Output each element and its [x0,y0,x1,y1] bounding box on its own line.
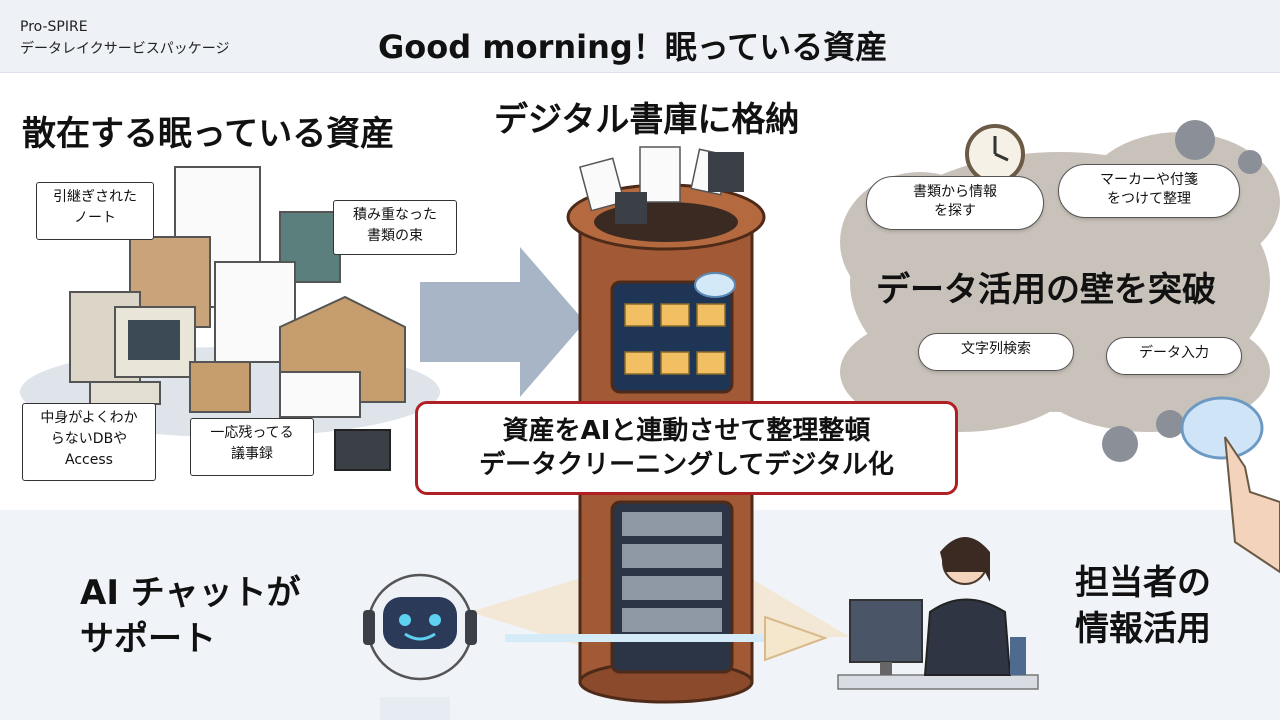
brand-subtitle: データレイクサービスパッケージ [20,41,230,57]
hand-icon [1224,436,1280,574]
bubble-string-search: 文字列検索 [918,333,1074,371]
ai-chat-line2: サポート [80,619,216,659]
robot-icon [363,573,477,720]
callout-text: 一応残ってる [210,425,294,441]
banner-line2: データクリーニングしてデジタル化 [479,450,894,480]
callout-text: らないDBや [50,431,128,447]
digital-cloud-icon [1180,396,1264,460]
callout-text: 議事録 [231,446,273,462]
bubble-text: をつけて整理 [1107,191,1191,207]
user-line2: 情報活用 [1075,609,1211,649]
bubble-text: マーカーや付箋 [1100,172,1198,188]
callout-unknown-db: 中身がよくわか らないDBや Access [22,403,156,481]
brand-name: Pro-SPIRE [20,19,88,35]
bubble-sticky-notes: マーカーや付箋 をつけて整理 [1058,164,1240,218]
page-title: Good morning！眠っている資産 [378,28,888,66]
scattered-assets-heading: 散在する眠っている資産 [22,114,395,154]
bubble-text: を探す [934,203,976,219]
clock-icon [965,124,1025,184]
header-bar [0,0,1280,73]
flow-arrow-icon [420,247,585,397]
key-message-banner: 資産をAIと連動させて整理整頓 データクリーニングしてデジタル化 [415,401,958,495]
callout-stacked-papers: 積み重なった 書類の束 [333,200,457,255]
callout-meeting-minutes: 一応残ってる 議事録 [190,418,314,476]
callout-text: 中身がよくわか [40,410,138,426]
user-line1: 担当者の [1075,563,1211,603]
callout-text: ノート [74,210,116,226]
digital-archive-heading: デジタル書庫に格納 [494,100,800,140]
callout-handover-notes: 引継ぎされた ノート [36,182,154,240]
banner-line1: 資産をAIと連動させて整理整頓 [502,416,871,446]
arrow-right-icon [505,615,828,662]
callout-text: 積み重なった [353,207,437,223]
document-pile-icon [20,166,440,471]
user-at-desk-icon [837,537,1039,690]
callout-text: Access [65,452,113,468]
gear-icon [1102,120,1262,462]
callout-text: 書類の束 [367,228,423,244]
data-barrier-heading: データ活用の壁を突破 [876,270,1216,310]
ai-chat-line1: AI チャットが [80,573,301,613]
user-caption: 担当者の 情報活用 [1075,560,1211,652]
bubble-data-entry: データ入力 [1106,337,1242,375]
callout-text: 引継ぎされた [53,189,137,205]
bubble-search-documents: 書類から情報 を探す [866,176,1044,230]
ai-chat-caption: AI チャットが サポート [80,570,300,662]
bubble-text: 書類から情報 [913,184,997,200]
